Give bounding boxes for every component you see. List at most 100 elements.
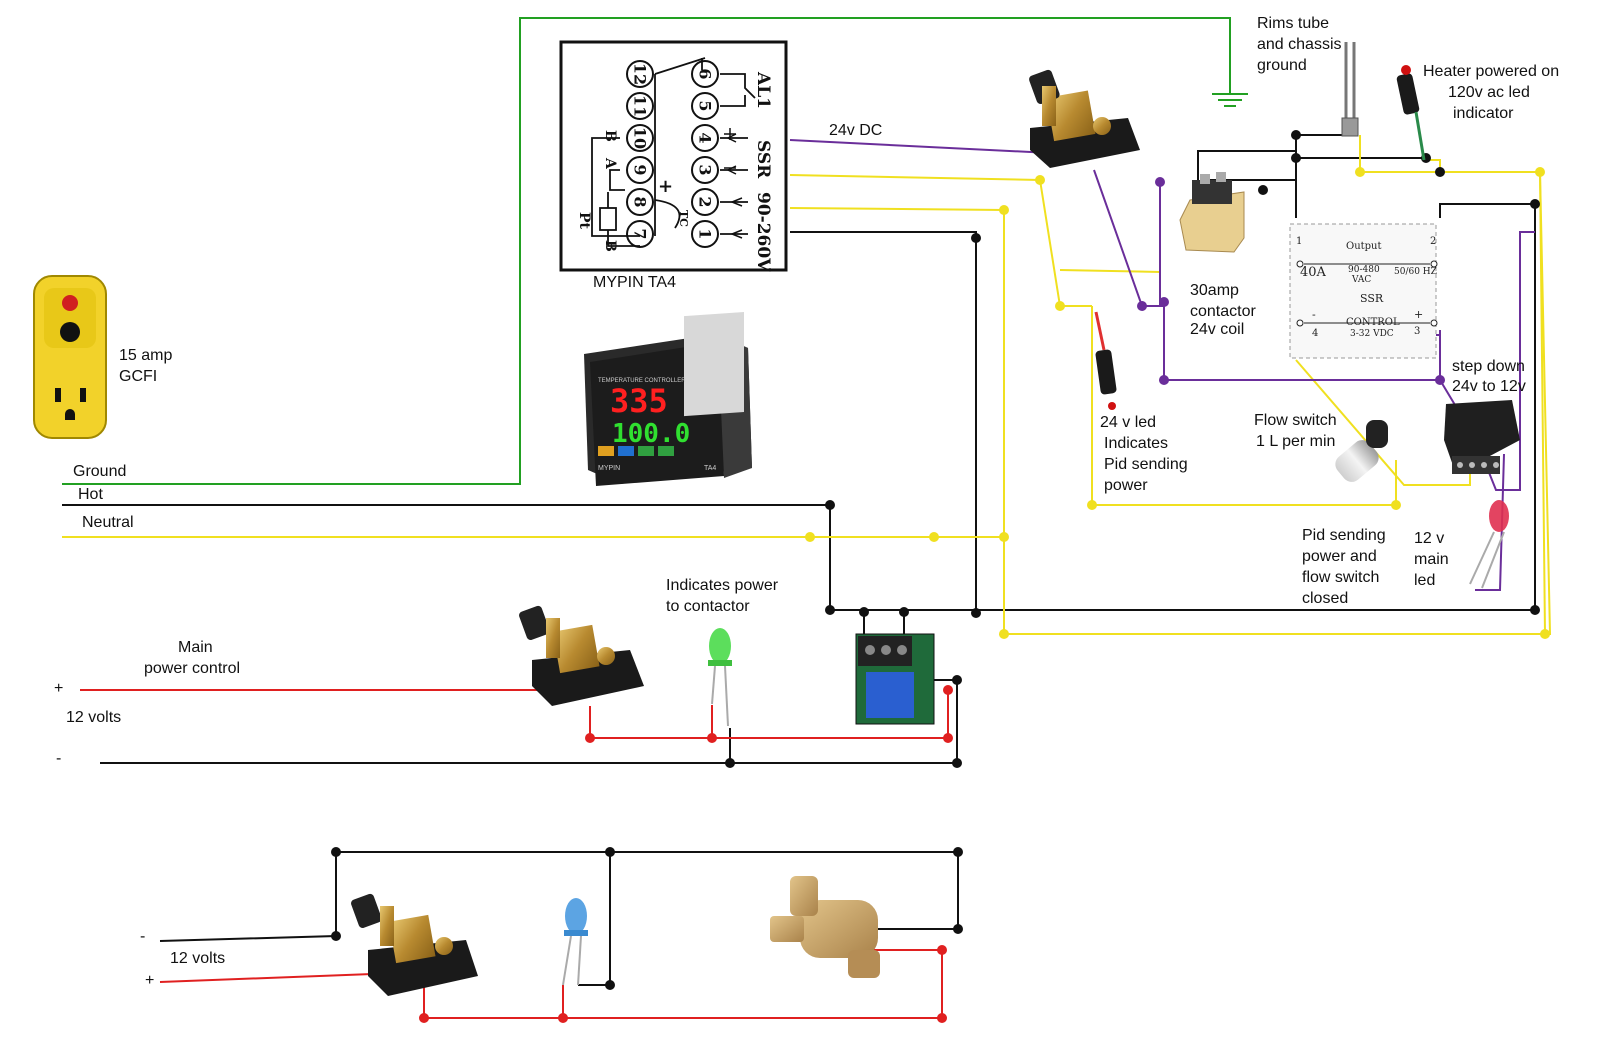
- toggle-switch-main-power[interactable]: [518, 605, 644, 706]
- mark-pt: Pt: [576, 212, 592, 230]
- rims-label-line2: and chassis: [1257, 36, 1342, 53]
- mainled-label-line1: 12 v: [1414, 530, 1445, 547]
- heater-indicator-led: [1396, 65, 1426, 161]
- ssr-vac-range: 90-480: [1348, 265, 1380, 275]
- terminal-pin-number: 1: [696, 228, 715, 239]
- relay-board: [855, 633, 935, 725]
- heater-label-line3: indicator: [1453, 105, 1514, 122]
- controller-model-label: MYPIN TA4: [593, 274, 676, 291]
- flow-label-line1: Flow switch: [1254, 412, 1337, 429]
- controller-brand: MYPIN: [598, 465, 620, 472]
- ssr-amps: 40A: [1300, 265, 1327, 280]
- flow-label-line2: 1 L per min: [1256, 433, 1336, 450]
- gfci-outlet: [33, 275, 107, 439]
- terminal-pin-circle: [691, 60, 719, 88]
- contactor-power-label-line1: Indicates power: [666, 577, 779, 594]
- contactor-power-led: [708, 628, 732, 727]
- heater-label-line2: 120v ac led: [1448, 84, 1530, 101]
- ssr-hz: 50/60 HZ: [1394, 267, 1437, 277]
- heater-label-line1: Heater powered on: [1423, 63, 1560, 80]
- temperature-controller: TEMPERATURE CONTROLLER 335 100.0 MYPIN T…: [584, 311, 752, 486]
- rims-label-line3: ground: [1257, 57, 1307, 74]
- dc-24v-wire: [789, 139, 1535, 591]
- terminal-pin-circle: [691, 188, 719, 216]
- toggle-switch-dc[interactable]: [1028, 69, 1140, 168]
- terminal-pins-left: 12 11 10 9 8 7: [626, 60, 654, 248]
- ssr-vac: VAC: [1351, 275, 1371, 285]
- top-minus-label: -: [56, 750, 62, 767]
- ssr-term-1: 1: [1296, 236, 1302, 247]
- mark-plus: +: [658, 176, 673, 197]
- flow-switch: [1335, 420, 1388, 482]
- ssr-plus: +: [1414, 308, 1423, 321]
- ssr-minus: -: [1312, 308, 1316, 321]
- terminal-pin-number: 2: [696, 196, 715, 207]
- mark-b-top: B: [602, 130, 618, 142]
- pump-indicator-led: [562, 898, 588, 986]
- ground-symbol-icon: [1212, 93, 1248, 107]
- terminal-pin-circle: [626, 220, 654, 248]
- controller-model-small: TA4: [704, 465, 716, 472]
- pidflow-label-line2: power and: [1302, 548, 1377, 565]
- sv-display: 100.0: [612, 419, 690, 449]
- contactor-power-label-line2: to contactor: [666, 598, 750, 615]
- led24-label-line1: 24 v led: [1100, 414, 1157, 431]
- terminal-pin-circle: [626, 156, 654, 184]
- voltage-range-text: 90-260V: [753, 192, 773, 272]
- led24-label-line2: Indicates: [1104, 435, 1169, 452]
- terminal-pin-number: 8: [631, 196, 650, 207]
- ssr-term-3: 3: [1414, 326, 1420, 337]
- terminal-pin-number: 4: [696, 132, 715, 143]
- water-pump: [770, 876, 880, 978]
- terminal-pin-number: 7: [631, 228, 650, 239]
- top-12v-label: 12 volts: [66, 709, 122, 726]
- terminal-pin-number: 11: [631, 95, 650, 117]
- top-plus-label: +: [54, 680, 64, 697]
- gfci-label-line1: 15 amp: [119, 347, 173, 364]
- terminal-pin-circle: [626, 60, 654, 88]
- led24-label-line4: power: [1104, 477, 1148, 494]
- toggle-switch-pump[interactable]: [350, 893, 478, 996]
- rims-tube-heater: [1341, 42, 1359, 137]
- mainled-label-line2: main: [1414, 551, 1449, 568]
- ssr-name: SSR: [1360, 292, 1384, 305]
- neutral-label: Neutral: [82, 514, 134, 531]
- controller-terminal-diagram: 12 11 10 9 8 7 6 5 4 3 2 1 AL1 SSR 90-260V B A: [559, 40, 788, 272]
- contactor-label-line1: 30amp: [1190, 282, 1239, 299]
- ssr-text: SSR: [753, 140, 773, 179]
- rims-label-line1: Rims tube: [1257, 15, 1330, 32]
- bottom-12v-label: 12 volts: [170, 950, 226, 967]
- mark-tc: TC: [677, 210, 690, 227]
- terminal-pin-circle: [691, 124, 719, 152]
- terminal-pin-number: 10: [631, 127, 650, 149]
- terminal-pin-circle: [691, 220, 719, 248]
- terminal-pin-number: 9: [631, 164, 650, 175]
- terminal-pin-number: 5: [696, 100, 715, 111]
- mark-b-bottom: B: [602, 240, 618, 252]
- ground-label: Ground: [73, 463, 127, 480]
- terminal-pins-right: 6 5 4 3 2 1: [691, 60, 719, 248]
- main-power-label-line2: power control: [144, 660, 241, 677]
- stepdown-label-line1: step down: [1452, 358, 1525, 375]
- step-down-converter: [1444, 400, 1520, 474]
- terminal-pin-circle: [691, 92, 719, 120]
- dc-24v-label: 24v DC: [829, 122, 883, 139]
- mark-a: A: [602, 157, 618, 170]
- ssr-term-2: 2: [1430, 236, 1436, 247]
- bottom-plus-label: +: [145, 972, 155, 989]
- terminal-pin-number: 12: [631, 63, 650, 85]
- terminal-pin-number: 3: [696, 164, 715, 175]
- ground-wire: [62, 17, 1231, 485]
- terminal-pin-number: 6: [696, 68, 715, 79]
- pidflow-label-line4: closed: [1302, 590, 1349, 607]
- al1-text: AL1: [753, 71, 773, 109]
- contactor-label-line3: 24v coil: [1190, 321, 1245, 338]
- led24-label-line3: Pid sending: [1104, 456, 1188, 473]
- contactor-30amp: [1179, 172, 1245, 253]
- pidflow-label-line1: Pid sending: [1302, 527, 1386, 544]
- stepdown-label-line2: 24v to 12v: [1452, 378, 1526, 395]
- contactor-label-line2: contactor: [1190, 303, 1256, 320]
- terminal-pin-circle: [626, 92, 654, 120]
- terminal-pin-circle: [626, 188, 654, 216]
